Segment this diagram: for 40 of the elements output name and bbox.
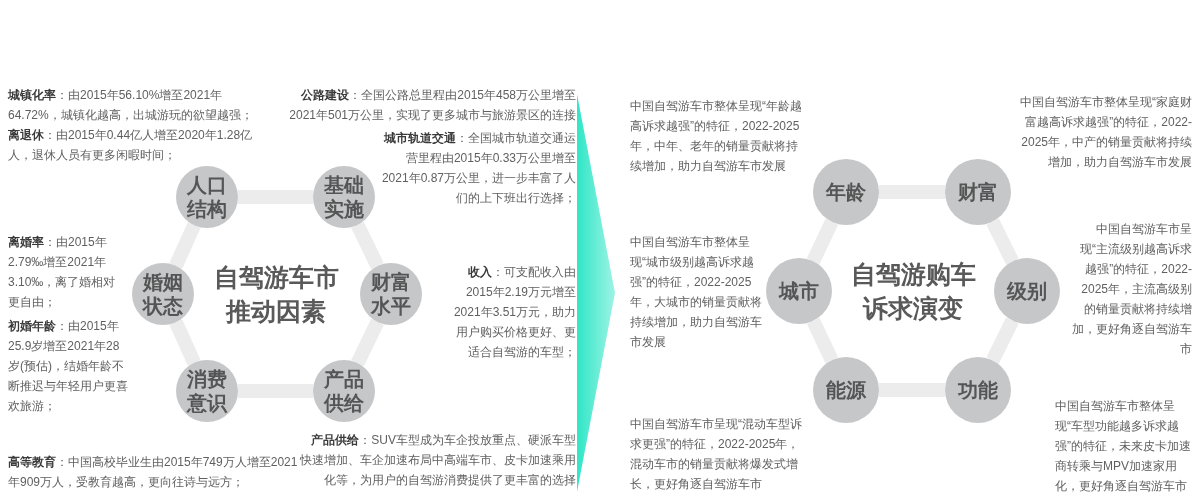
circle-label: 年龄	[824, 180, 867, 204]
annotation-text: 离婚率：由2015年2.79‰增至2021年3.10‰，离了婚相对更自由；	[8, 234, 117, 311]
annotation-text: 产品供给：SUV车型成为车企投放重点、硬派车型快速增加、车企加速布局中高端车市、皮卡加速乘用化等，为用户的自驾游消费提供了更丰富的选择	[300, 432, 576, 489]
annotation-text: 城镇化率：由2015年56.10%增至2021年64.72%，城镇化越高，出城游玩的欲望越强；	[8, 87, 254, 124]
connector-line	[169, 222, 201, 269]
circle-label: 级别	[1005, 279, 1048, 303]
connector-line	[806, 218, 839, 265]
connector-line	[986, 317, 1019, 364]
annotation-text: 中国自驾游车市呈现“混动车型诉求更强”的特征，2022-2025年，混动车市的销量贡献将爆发式增长，更好角逐自驾游车市	[630, 416, 803, 493]
annotation-text: 城市轨道交通：全国城市轨道交通运营里程由2015年0.33万公里增至2021年0.87万公里，进一步丰富了人们的上下班出行选择；	[380, 130, 576, 207]
annotation-text: 公路建设：全国公路总里程由2015年458万公里增至2021年501万公里，实现了更多城市与旅游景区的连接	[288, 87, 576, 124]
annotation-text: 中国自驾游车市整体呈现“城市级别越高诉求越强”的特征，2022-2025年，大城市的销量贡献将持续增加，助力自驾游车市发展	[630, 234, 763, 351]
connector-line	[351, 221, 384, 270]
annotation-text: 中国自驾游车市整体呈现“车型功能越多诉求越强”的特征，未来皮卡加速商转乘与MPV加速家用化，更好角逐自驾游车市	[1055, 398, 1192, 495]
annotation-text: 离退休：由2015年0.44亿人增至2020年1.28亿人，退休人员有更多闲暇时间；	[8, 127, 254, 164]
connector-line	[351, 318, 384, 367]
circle-label: 消费意识	[185, 367, 228, 415]
circle-label: 功能	[957, 378, 999, 402]
annotation-text: 初婚年龄：由2015年25.9岁增至2021年28岁(预估)，结婚年龄不断推迟与年轻用户更喜欢旅游；	[8, 318, 129, 415]
circle-label: 城市	[777, 279, 820, 303]
circle-label: 基础实施	[323, 173, 365, 221]
connector-line	[238, 190, 313, 204]
circle-label: 产品供给	[323, 367, 365, 415]
annotation-text: 高等教育：中国高校毕业生由2015年749万人增至2021年909万人，受教育越高，更向往诗与远方；	[8, 454, 299, 491]
annotation-text: 中国自驾游车市呈现“主流级别越高诉求越强”的特征，2022-2025年，主流高级别的销量贡献将持续增加，更好角逐自驾游车市	[1072, 221, 1192, 358]
annotation-text: 中国自驾游车市整体呈现“家庭财富越高诉求越强”的特征，2022-2025年，中产的销量贡献将持续增加，助力自驾游车市发展	[1019, 94, 1192, 171]
hub-title: 自驾游购车诉求演变	[849, 259, 977, 324]
connector-line	[879, 185, 945, 199]
connector-line	[879, 383, 945, 397]
circle-label: 财富水平	[369, 270, 412, 318]
connector-line	[169, 319, 201, 366]
hub-title: 自驾游车市推动因素	[212, 262, 340, 327]
connector-line	[238, 384, 313, 398]
connector-line	[986, 218, 1019, 265]
circle-label: 财富	[957, 180, 999, 204]
circle-label: 能源	[825, 378, 867, 402]
circle-label: 人口结构	[185, 173, 228, 221]
annotation-text: 中国自驾游车市整体呈现“年龄越高诉求越强”的特征，2022-2025年，中年、老年的销量贡献将持续增加，助力自驾游车市发展	[630, 98, 803, 175]
annotation-text: 收入：可支配收入由2015年2.19万元增至2021年3.51万元，助力用户购买价格更好、更适合自驾游的车型；	[452, 264, 576, 361]
circle-label: 婚姻状态	[141, 270, 184, 318]
